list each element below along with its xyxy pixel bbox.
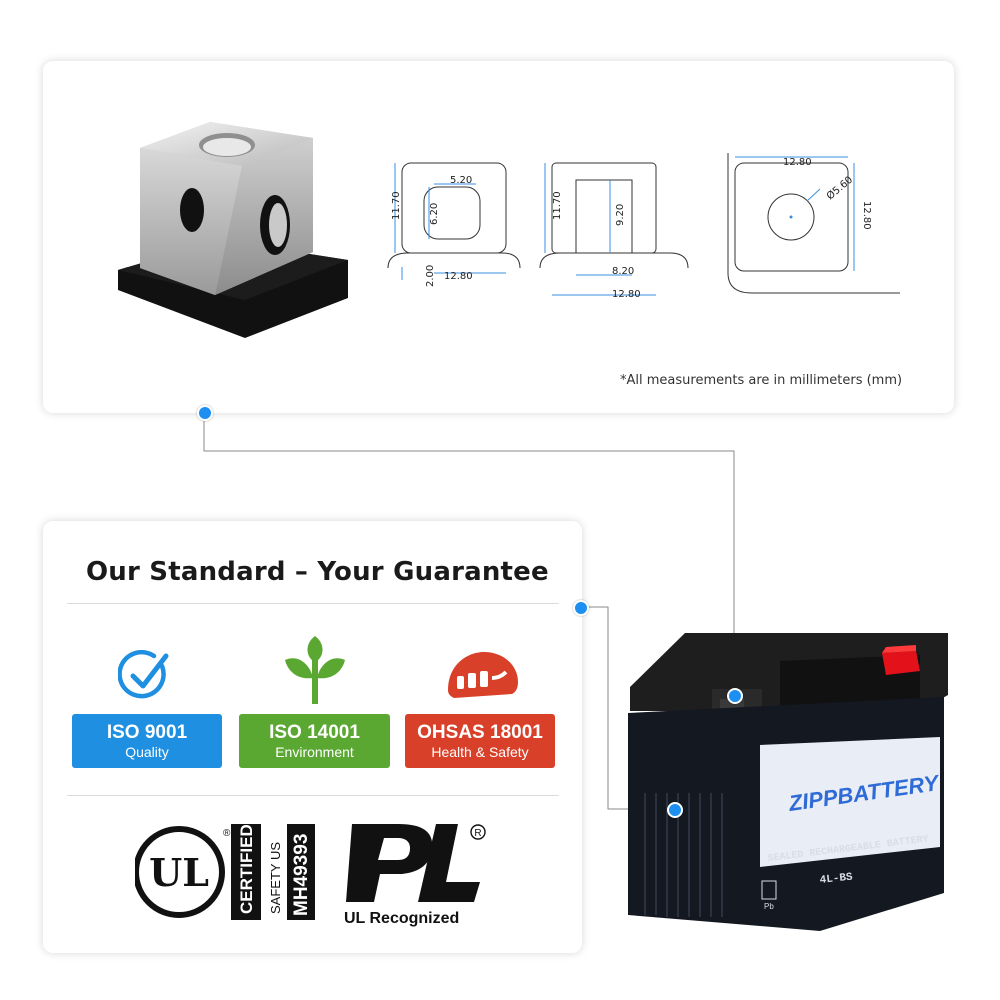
svg-text:12.80: 12.80 [783, 157, 812, 168]
svg-text:UL: UL [149, 850, 209, 895]
svg-text:11.70: 11.70 [391, 191, 402, 220]
svg-text:12.80: 12.80 [861, 201, 872, 230]
svg-text:CERTIFIED: CERTIFIED [237, 824, 256, 914]
hardhat-icon [448, 652, 518, 698]
dimension-drawings: 5.20 6.20 11.70 12.80 2.00 11.70 9.20 8.… [387, 153, 900, 300]
svg-text:R: R [474, 828, 481, 839]
marker-dot [573, 600, 589, 616]
svg-text:MH49393: MH49393 [291, 834, 312, 916]
battery-image: ZIPPBATTERY SEALED RECHARGEABLE BATTERY … [628, 633, 948, 931]
svg-text:2.00: 2.00 [425, 265, 436, 287]
marker-dot [727, 688, 743, 704]
divider [67, 603, 559, 604]
svg-text:11.70: 11.70 [552, 191, 563, 220]
leaf-icon [285, 636, 345, 704]
svg-text:SAFETY US: SAFETY US [268, 842, 283, 914]
certifications-heading: Our Standard – Your Guarantee [86, 557, 549, 587]
svg-text:UL Recognized: UL Recognized [344, 910, 459, 927]
svg-text:6.20: 6.20 [429, 203, 440, 225]
marker-dot [197, 405, 213, 421]
svg-text:4L-BS: 4L-BS [819, 872, 853, 887]
svg-text:8.20: 8.20 [612, 266, 634, 277]
measurement-note: *All measurements are in millimeters (mm… [620, 373, 903, 388]
svg-text:9.20: 9.20 [615, 204, 626, 226]
svg-text:®: ® [223, 828, 231, 839]
divider [67, 795, 559, 796]
svg-text:12.80: 12.80 [612, 289, 641, 300]
terminal-render [118, 122, 348, 338]
svg-text:Pb: Pb [764, 902, 774, 911]
marker-dot [667, 802, 683, 818]
svg-text:12.80: 12.80 [444, 271, 473, 282]
checkmark-icon [118, 650, 169, 699]
svg-text:5.20: 5.20 [450, 175, 472, 186]
ul-recognized-logo: R UL Recognized [344, 824, 486, 927]
ul-certified-logo: UL CERTIFIED SAFETY US MH49393 ® [135, 824, 315, 920]
